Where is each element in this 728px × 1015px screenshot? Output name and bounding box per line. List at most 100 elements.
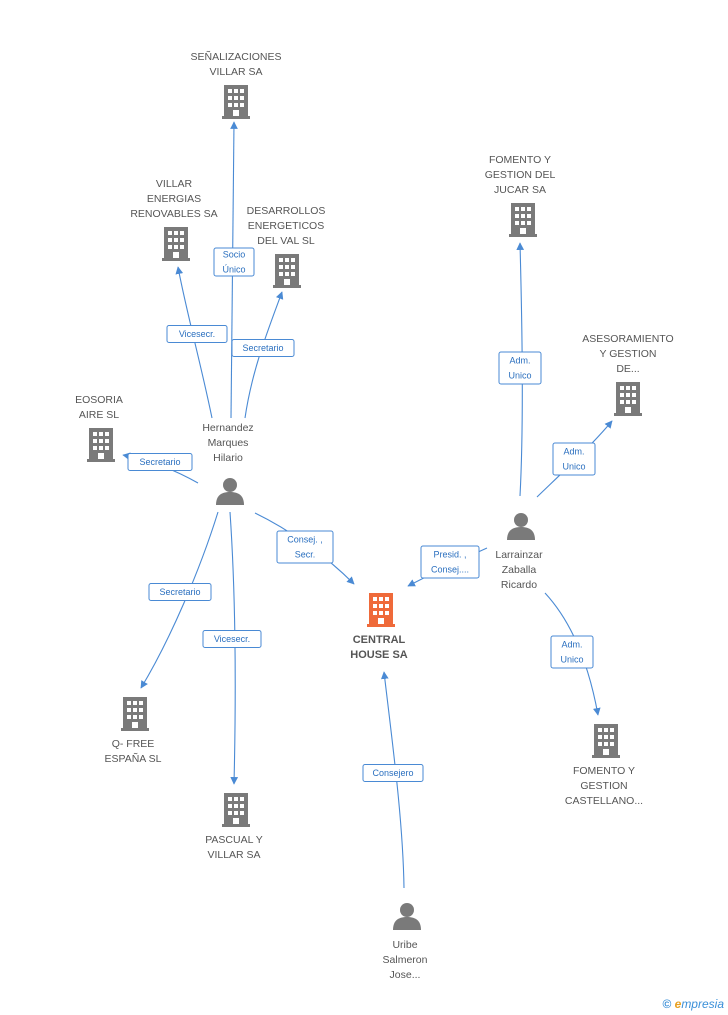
node-label: Zaballa (502, 564, 537, 576)
edge-h-eosoria: Secretario (122, 452, 199, 484)
edge-label-text: Adm. (509, 356, 530, 366)
node-label: EOSORIA (75, 394, 123, 406)
node-label: VILLAR SA (209, 66, 262, 78)
node-label: HOUSE SA (350, 649, 408, 661)
node-label: Hernandez (202, 422, 253, 434)
edge-l-central: Presid. , Consej.... (407, 545, 488, 587)
node-label: SEÑALIZACIONES (190, 50, 281, 63)
node-label: FOMENTO Y (573, 765, 635, 777)
edge-label-text: Secretario (139, 457, 180, 467)
node-villar-energias[interactable]: VILLAR ENERGIAS RENOVABLES SA (130, 178, 218, 261)
copyright-icon: © (662, 997, 672, 1011)
edge-l-jucar: Adm. Unico (498, 242, 542, 497)
edge-line (229, 511, 239, 785)
edge-label-box[interactable] (213, 247, 255, 277)
building-icon (87, 428, 115, 462)
node-label: Uribe (392, 939, 417, 951)
node-label: Ricardo (501, 579, 537, 591)
node-label: Salmeron (383, 954, 428, 966)
edge-label-box[interactable] (420, 545, 480, 579)
edge-u-central: Consejero (362, 671, 424, 889)
brand-watermark: © empresia (662, 997, 724, 1011)
node-label: Larrainzar (495, 549, 543, 561)
edge-label-text: Presid. , (433, 550, 466, 560)
edge-label-text: Unico (508, 371, 531, 381)
edge-label-box[interactable] (362, 764, 424, 782)
edge-label-box[interactable] (148, 583, 212, 601)
edge-label-text: Vicesecr. (214, 634, 250, 644)
node-qfree[interactable]: Q- FREE ESPAÑA SL (104, 697, 162, 765)
person-icon (216, 478, 244, 505)
node-label: AIRE SL (79, 409, 119, 421)
node-desarrollos[interactable]: DESARROLLOS ENERGETICOS DEL VAL SL (247, 205, 326, 288)
node-label: DESARROLLOS (247, 205, 326, 217)
edge-h-central: Consej. , Secr. (254, 512, 355, 585)
node-label: ENERGETICOS (248, 220, 324, 232)
edge-label-box[interactable] (202, 630, 262, 648)
node-label: FOMENTO Y (489, 154, 551, 166)
edge-l-asesor: Adm.Unico (536, 420, 613, 498)
node-label: ESPAÑA SL (104, 752, 161, 765)
node-uribe[interactable]: UribeSalmeronJose... (383, 903, 428, 981)
edge-label-text: Vicesecr. (179, 329, 215, 339)
node-fomento-castellano[interactable]: FOMENTO Y GESTION CASTELLANO... (565, 724, 643, 807)
edge-h-pascual: Vicesecr. (202, 511, 262, 785)
person-icon (507, 513, 535, 540)
edge-label-box[interactable] (498, 351, 542, 385)
edge-h-qfree: Secretario (140, 511, 219, 689)
brand-logo-text: mpresia (681, 997, 724, 1011)
edge-h-venerg: Vicesecr. (166, 266, 228, 419)
person-icon (393, 903, 421, 930)
node-label: VILLAR (156, 178, 193, 190)
node-label: RENOVABLES SA (130, 208, 217, 220)
node-label: CENTRAL (353, 634, 406, 646)
node-label: GESTION DEL (485, 169, 556, 181)
building-icon (273, 254, 301, 288)
node-label: ASESORAMIENTO (582, 333, 673, 345)
edge-label-box[interactable] (231, 339, 295, 357)
node-label: Jose... (390, 969, 421, 981)
edge-label-text: Secretario (159, 587, 200, 597)
edge-label-text: Secretario (242, 343, 283, 353)
edge-label-text: Unico (560, 655, 583, 665)
node-label: DE... (616, 363, 639, 375)
edge-label-box[interactable] (552, 442, 596, 476)
edge-line (140, 511, 219, 689)
edge-label-text: Consejero (372, 768, 413, 778)
edge-label-text: Consej. , (287, 535, 323, 545)
node-senalizaciones[interactable]: SEÑALIZACIONES VILLAR SA (190, 50, 282, 119)
edge-label-box[interactable] (166, 325, 228, 343)
edge-label-text: Consej.... (431, 565, 469, 575)
node-label: GESTION (580, 780, 627, 792)
building-icon (367, 593, 395, 627)
edge-label-text: Adm. (561, 640, 582, 650)
edge-label-text: Socio (223, 250, 246, 260)
edge-label-box[interactable] (550, 635, 594, 669)
building-icon (222, 793, 250, 827)
building-icon (592, 724, 620, 758)
brand-logo-e: e (674, 997, 682, 1011)
building-icon (121, 697, 149, 731)
node-label: PASCUAL Y (205, 834, 263, 846)
node-label: CASTELLANO... (565, 795, 643, 807)
edge-h-desarr: Secretario (231, 291, 295, 419)
node-label: DEL VAL SL (257, 235, 315, 247)
building-icon (222, 85, 250, 119)
node-label: ENERGIAS (147, 193, 201, 205)
node-central[interactable]: CENTRAL HOUSE SA (350, 593, 408, 661)
building-icon (509, 203, 537, 237)
node-eosoria[interactable]: EOSORIA AIRE SL (75, 394, 123, 462)
node-label: Q- FREE (112, 738, 155, 750)
edge-label-box[interactable] (127, 453, 193, 471)
edge-label-box[interactable] (276, 530, 334, 564)
building-icon (162, 227, 190, 261)
edge-label-text: Secr. (295, 550, 316, 560)
node-label: Hilario (213, 452, 243, 464)
